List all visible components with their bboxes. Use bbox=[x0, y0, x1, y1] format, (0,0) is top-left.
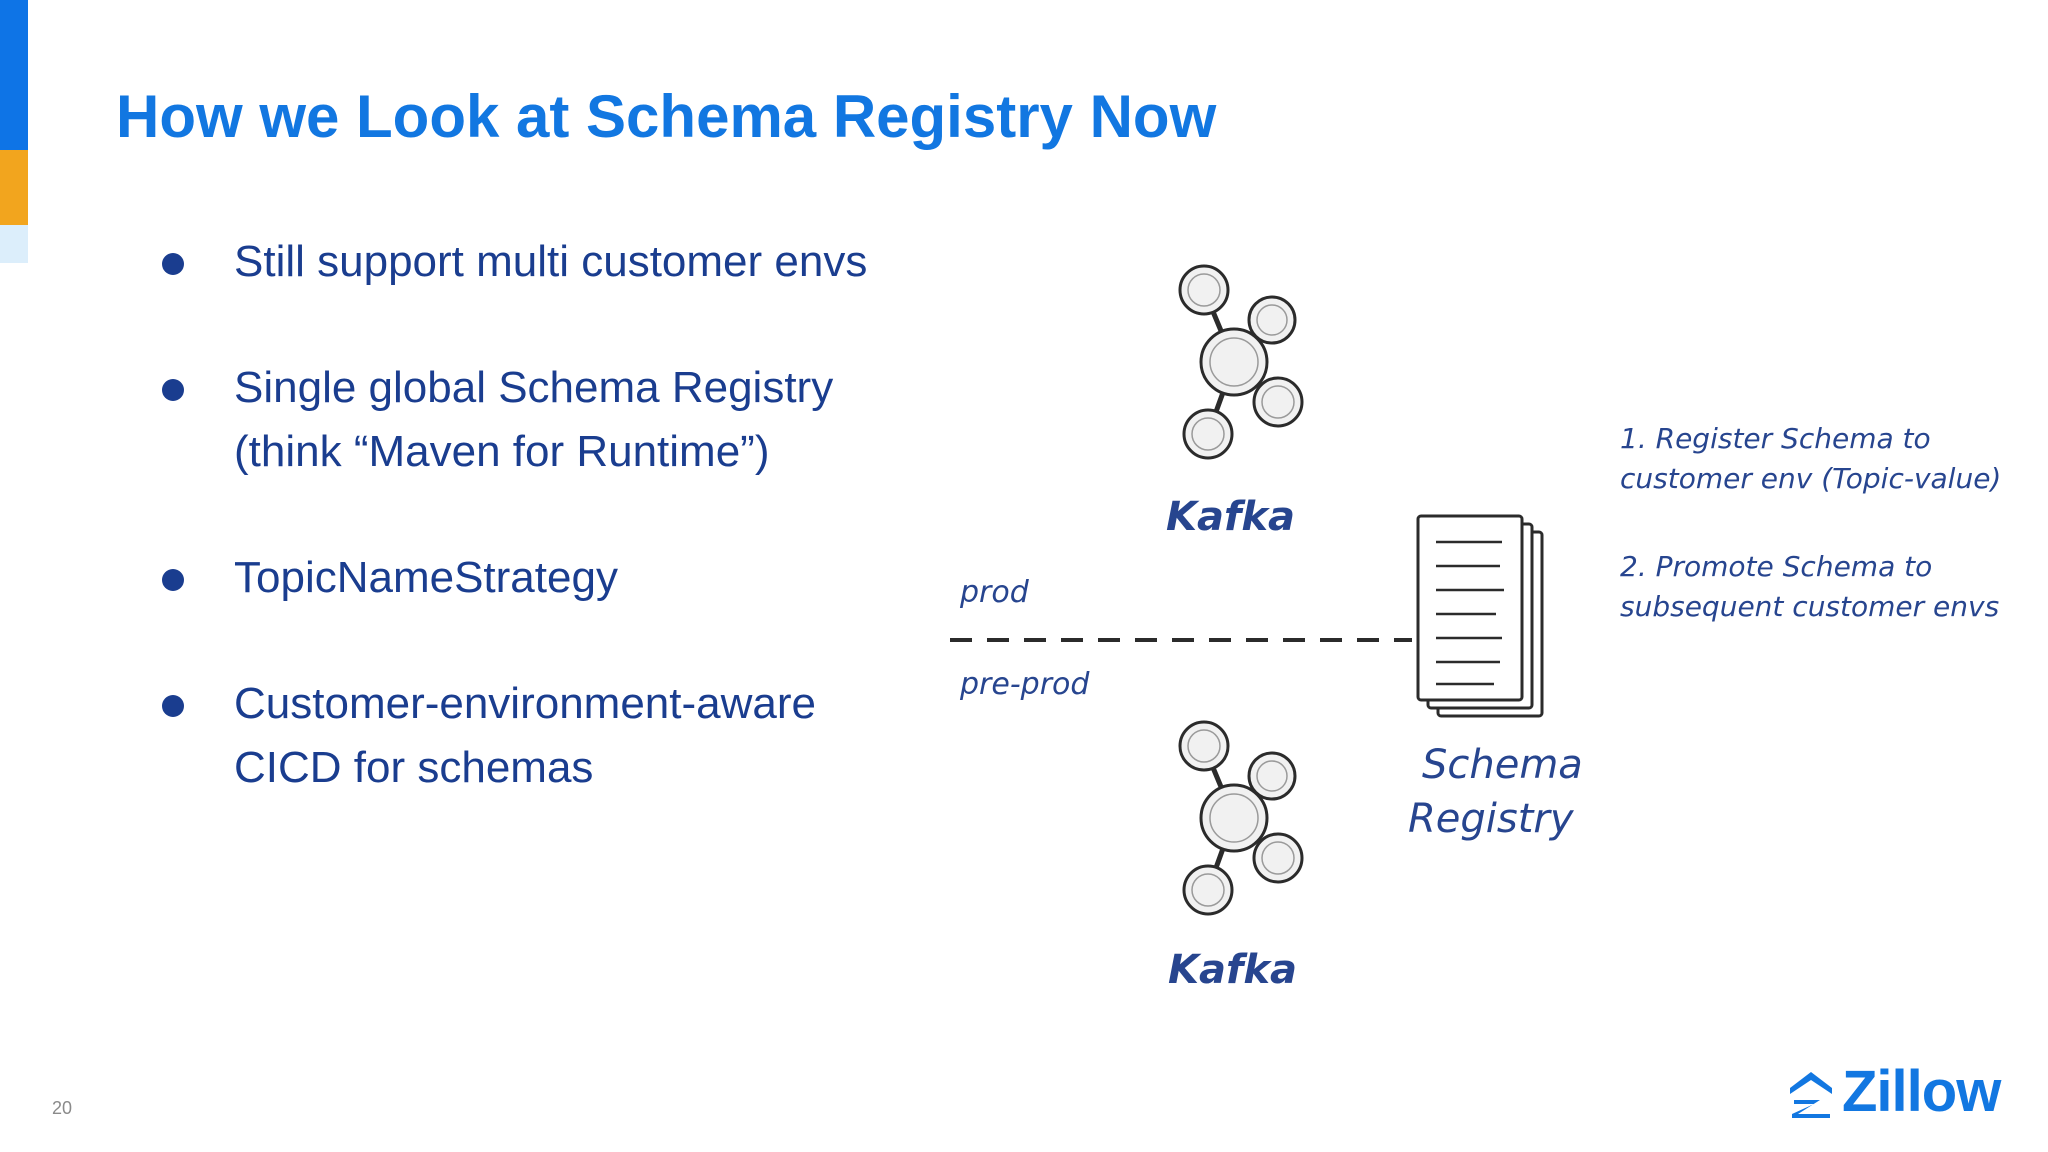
bullet-item: Still support multi customer envs bbox=[160, 230, 920, 294]
architecture-diagram: Kafka Kafka prod pre-prod Schema Registr… bbox=[950, 240, 2001, 993]
accent-bar-orange bbox=[0, 150, 28, 225]
bullet-list: Still support multi customer envs Single… bbox=[160, 230, 920, 862]
bullet-item: Single global Schema Registry (think “Ma… bbox=[160, 356, 920, 484]
slide-title: How we Look at Schema Registry Now bbox=[116, 83, 1217, 150]
bullet-item: TopicNameStrategy bbox=[160, 546, 920, 610]
registry-label-line1: Schema bbox=[1422, 742, 1583, 788]
bullet-text: Still support multi customer envs bbox=[234, 237, 868, 286]
bullet-dot-icon bbox=[162, 569, 184, 591]
page-number: 20 bbox=[52, 1098, 73, 1118]
kafka-bottom-label: Kafka bbox=[1168, 947, 1297, 993]
bullet-text: Single global Schema Registry (think “Ma… bbox=[234, 363, 834, 476]
step1-note-line2: customer env (Topic-value) bbox=[1620, 462, 2001, 495]
bullet-text: Customer-environment-aware CICD for sche… bbox=[234, 679, 816, 792]
kafka-bottom-icon bbox=[1180, 722, 1302, 914]
preprod-label: pre-prod bbox=[959, 667, 1090, 702]
bullet-dot-icon bbox=[162, 253, 184, 275]
bullet-dot-icon bbox=[162, 695, 184, 717]
kafka-top-icon bbox=[1180, 266, 1302, 458]
zillow-wordmark: Zillow bbox=[1842, 1059, 2001, 1124]
schema-document-icon bbox=[1416, 514, 1544, 718]
prod-label: prod bbox=[959, 575, 1030, 610]
kafka-top-label: Kafka bbox=[1166, 494, 1295, 540]
zillow-house-icon bbox=[1790, 1071, 1832, 1118]
bullet-dot-icon bbox=[162, 379, 184, 401]
zillow-logo: Zillow bbox=[1786, 1058, 2001, 1125]
bullet-text: TopicNameStrategy bbox=[234, 553, 618, 602]
step1-note-line1: 1. Register Schema to bbox=[1620, 422, 1931, 455]
accent-bar-blue bbox=[0, 0, 28, 150]
registry-label-line2: Registry bbox=[1408, 796, 1575, 842]
bullet-item: Customer-environment-aware CICD for sche… bbox=[160, 672, 920, 800]
accent-bar-light bbox=[0, 225, 28, 263]
step2-note-line1: 2. Promote Schema to bbox=[1620, 550, 1932, 583]
step2-note-line2: subsequent customer envs bbox=[1620, 590, 1999, 623]
